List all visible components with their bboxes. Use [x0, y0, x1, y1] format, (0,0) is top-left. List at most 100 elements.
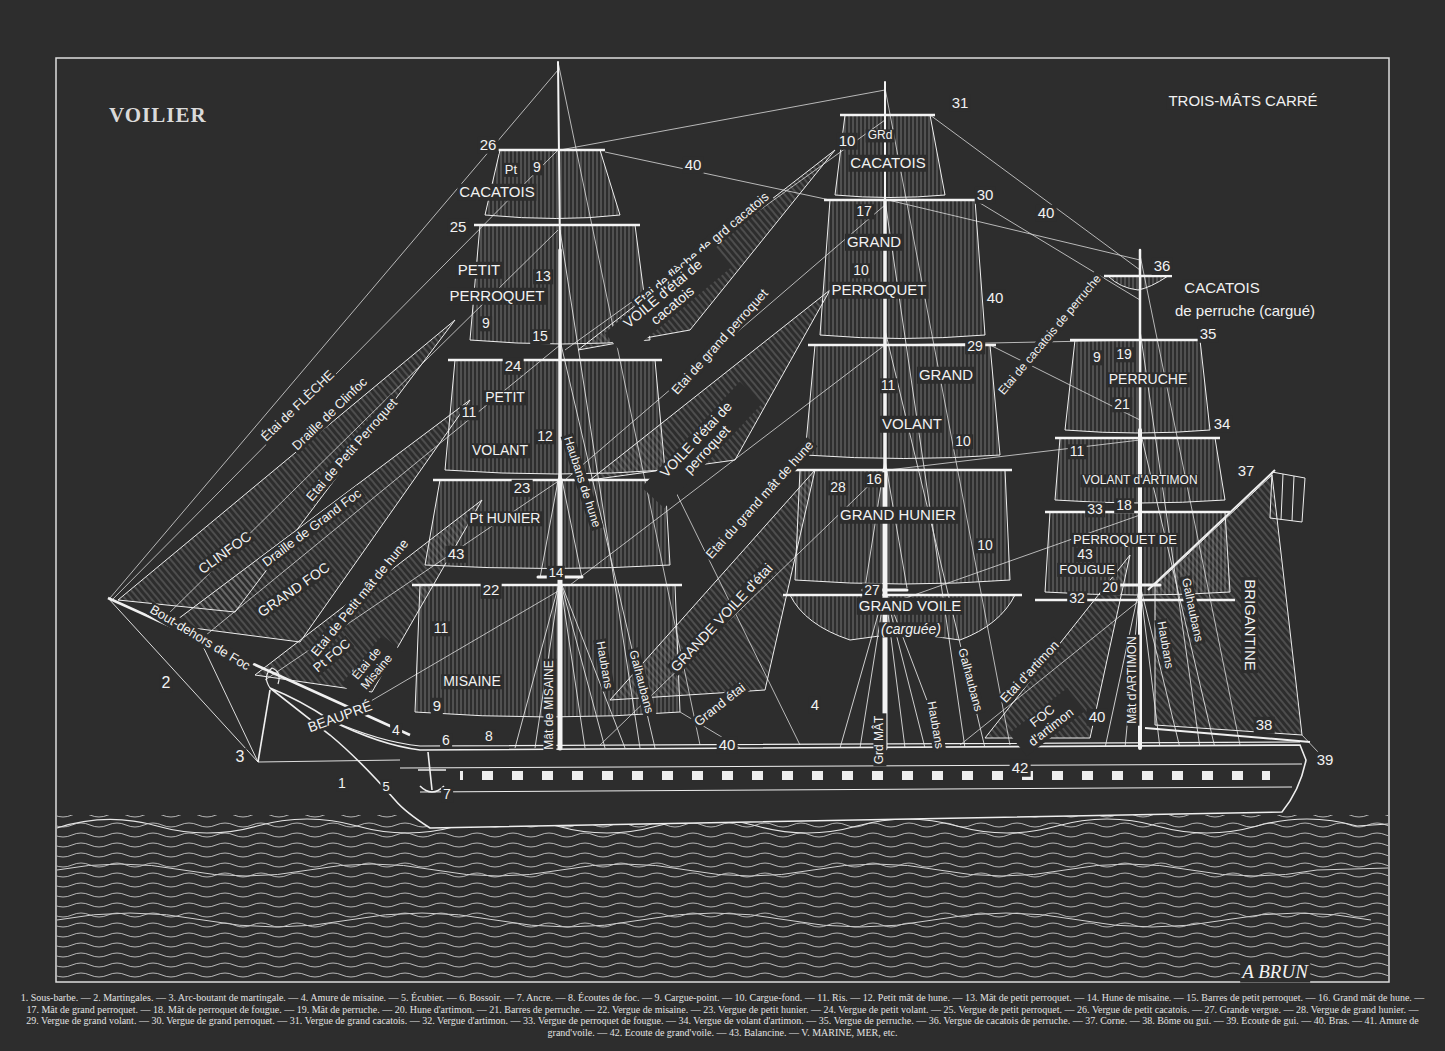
callout-number: 6 — [440, 733, 452, 748]
callout-number: 9 — [1091, 350, 1103, 365]
callout-number: 17 — [854, 204, 874, 219]
callout-number: 42 — [1010, 760, 1031, 777]
yards — [1104, 275, 1172, 277]
part-label: CACATOIS — [457, 184, 536, 201]
callout-number: 40 — [1087, 709, 1108, 726]
callout-number: 3 — [234, 748, 247, 766]
part-label: GRAND HUNIER — [838, 507, 958, 524]
masts — [558, 250, 562, 480]
brigantine-sail — [1148, 470, 1275, 590]
part-label: Pt — [503, 163, 519, 177]
callout-number: 16 — [864, 472, 884, 487]
yards — [793, 469, 1012, 471]
callout-number: 26 — [478, 137, 499, 154]
callout-number: 2 — [160, 674, 173, 692]
callout-number: 4 — [809, 697, 821, 714]
callout-number: 31 — [950, 95, 971, 112]
hull — [460, 771, 1270, 780]
callout-number: 33 — [1085, 502, 1105, 517]
rigging-stays — [1302, 735, 1318, 752]
yards — [824, 199, 980, 201]
yards — [474, 224, 640, 226]
yards — [412, 584, 682, 586]
callout-number: 21 — [1112, 397, 1132, 412]
callout-number: 18 — [1114, 498, 1134, 513]
callout-number: 23 — [512, 480, 533, 497]
masts — [558, 62, 560, 250]
part-label: CACATOIS — [1182, 280, 1261, 297]
callout-number: 36 — [1152, 258, 1173, 275]
callout-number: 34 — [1212, 416, 1233, 433]
square-sails — [795, 470, 1010, 584]
callout-number: 43 — [1075, 547, 1095, 562]
yards — [412, 115, 1235, 600]
part-label: Mât de MISAINE — [543, 658, 556, 751]
callout-number: 40 — [717, 737, 738, 754]
part-label: CACATOIS — [848, 155, 927, 172]
caption: 1. Sous-barbe. — 2. Martingales. — 3. Ar… — [20, 992, 1425, 1038]
sea — [57, 815, 1388, 981]
callout-number: 1 — [336, 776, 348, 791]
callout-number: 10 — [953, 434, 973, 449]
callout-number: 4 — [390, 723, 402, 738]
bowsprit — [258, 760, 400, 762]
hull — [418, 752, 446, 792]
yards — [433, 479, 672, 481]
callout-number: 10 — [975, 538, 995, 553]
callout-number: 5 — [380, 780, 391, 794]
shrouds — [1125, 585, 1140, 748]
square-sails — [415, 115, 1230, 717]
part-label: PERRUCHE — [1107, 372, 1190, 387]
callout-number: 24 — [503, 358, 524, 375]
part-label: de perruche (cargué) — [1173, 303, 1317, 320]
callout-number: 7 — [441, 787, 453, 802]
part-label: GRAND — [845, 234, 903, 251]
part-label: GRd — [866, 129, 895, 142]
square-sails — [835, 115, 945, 198]
frame — [56, 58, 1389, 982]
part-label: FOUGUE — [1057, 563, 1117, 577]
part-label: PETIT — [483, 390, 527, 405]
part-label: (carguée) — [879, 622, 943, 637]
part-label: VOLANT — [470, 443, 530, 458]
masts — [538, 62, 1160, 748]
callout-number: 37 — [1236, 463, 1257, 480]
callout-number: 14 — [547, 566, 565, 580]
part-label: BRIGANTINE — [1242, 577, 1259, 673]
yards — [783, 594, 1022, 596]
part-label: Grd MÂT — [873, 714, 886, 767]
hull — [420, 787, 1292, 792]
yards — [840, 114, 935, 116]
callout-number: 12 — [535, 429, 555, 444]
bowsprit — [258, 690, 270, 762]
callout-number: 11 — [460, 405, 479, 420]
callout-number: 11 — [432, 621, 451, 636]
part-label: PERROQUET DE — [1071, 533, 1179, 547]
square-sails — [1065, 340, 1210, 433]
callout-number: 25 — [448, 219, 469, 236]
callout-number: 32 — [1067, 591, 1087, 606]
callout-number: 11 — [879, 378, 898, 393]
sea — [57, 815, 1388, 981]
part-label: VOLANT d'ARTIMON — [1080, 474, 1199, 487]
masts — [558, 480, 563, 748]
part-label: Mât d'ARTIMON — [1126, 634, 1139, 725]
square-sails — [790, 595, 1015, 640]
callout-number: 9 — [480, 316, 492, 331]
bowsprit — [108, 598, 410, 762]
callout-number: 30 — [975, 187, 996, 204]
part-label: PERROQUET — [447, 288, 546, 305]
callout-number: 8 — [483, 729, 495, 744]
callout-number: 27 — [862, 583, 882, 598]
square-sails — [425, 480, 670, 569]
yards — [1045, 511, 1230, 513]
callout-number: 13 — [533, 269, 553, 284]
rigging-stays — [110, 62, 1318, 752]
callout-number: 40 — [1036, 205, 1057, 222]
sea — [57, 864, 1388, 876]
square-sails — [820, 200, 985, 339]
callout-number: 15 — [530, 329, 550, 344]
